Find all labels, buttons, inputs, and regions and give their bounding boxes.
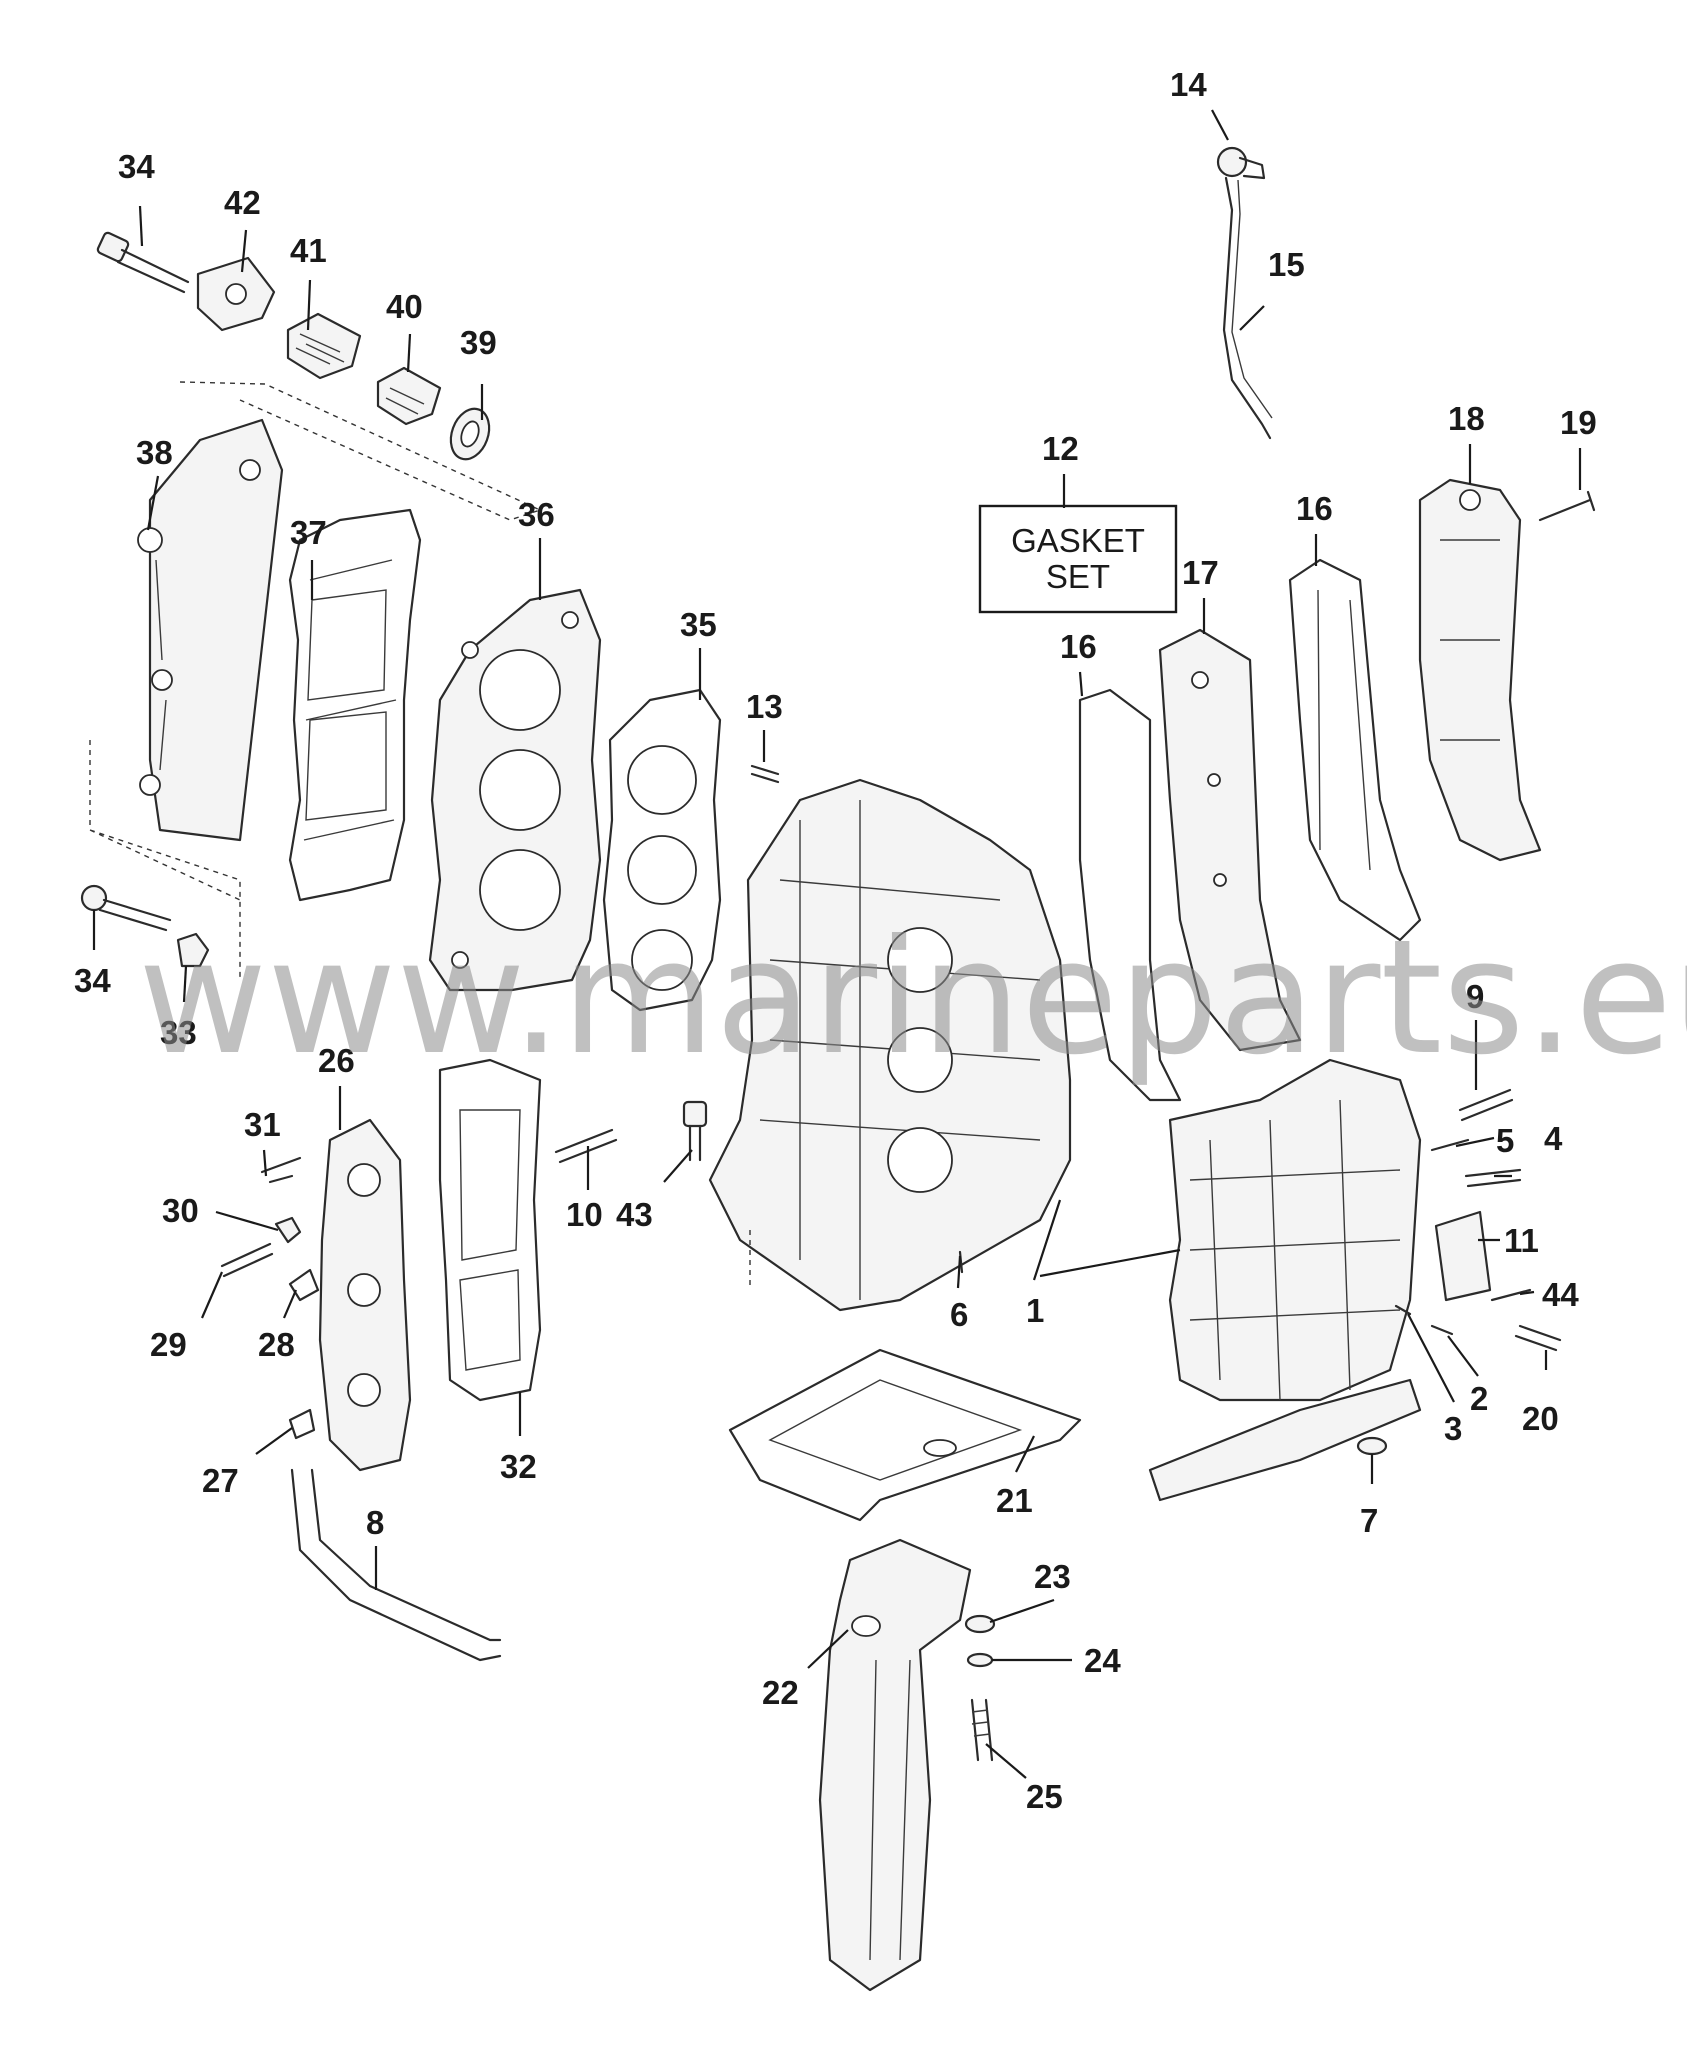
screw-part-31 — [260, 1156, 302, 1184]
screw-part-5 — [1430, 1138, 1470, 1152]
callout-18: 18 — [1448, 400, 1485, 437]
outer-cover-part-18 — [1418, 478, 1542, 862]
screw-part-6 — [958, 1250, 964, 1274]
gasket-part-16-center — [1078, 688, 1182, 1102]
clamp-part-27 — [288, 1408, 316, 1440]
sensor-part-14 — [1216, 146, 1266, 180]
screw-part-25 — [970, 1698, 994, 1762]
base-gasket-part-21 — [728, 1348, 1082, 1522]
callout-26: 26 — [318, 1042, 355, 1079]
pin-part-13 — [750, 764, 780, 784]
callout-16-center: 16 — [1060, 628, 1097, 665]
callout-17: 17 — [1182, 554, 1219, 591]
bolt-part-19 — [1538, 490, 1596, 522]
washer-part-24 — [966, 1652, 994, 1668]
pin-part-3 — [1394, 1304, 1412, 1316]
callout-20: 20 — [1522, 1400, 1559, 1437]
washer-part-7 — [1356, 1436, 1388, 1456]
gasket-set-line1: GASKET — [1011, 522, 1145, 559]
callout-5: 5 — [1496, 1122, 1514, 1159]
callout-43: 43 — [616, 1196, 653, 1233]
callout-22: 22 — [762, 1674, 799, 1711]
callout-11: 11 — [1504, 1222, 1539, 1259]
crankcase-half-part-1 — [1148, 1058, 1422, 1502]
callout-44: 44 — [1542, 1276, 1579, 1313]
leader-lines — [92, 109, 1582, 1779]
exhaust-tube-part-22 — [818, 1538, 972, 1992]
callout-28: 28 — [258, 1326, 295, 1363]
housing-part-26 — [318, 1118, 412, 1472]
callout-14: 14 — [1170, 66, 1207, 103]
callout-36: 36 — [518, 496, 555, 533]
washer-part-30 — [274, 1216, 302, 1244]
callout-25: 25 — [1026, 1778, 1063, 1815]
gasket-part-32 — [438, 1058, 542, 1402]
bolt-part-29 — [220, 1242, 274, 1278]
bolt-part-9 — [1458, 1088, 1514, 1122]
reed-part-41 — [286, 312, 362, 380]
gasket-part-37 — [288, 508, 422, 902]
bolt-part-20 — [1514, 1324, 1562, 1352]
bolt-part-10 — [554, 1128, 618, 1164]
callout-34-top: 34 — [118, 148, 155, 185]
callout-16-right: 16 — [1296, 490, 1333, 527]
hose-part-8 — [290, 1468, 502, 1662]
callout-21: 21 — [996, 1482, 1033, 1519]
callout-30: 30 — [162, 1192, 199, 1229]
washer-part-23 — [964, 1614, 996, 1634]
callout-34-lower: 34 — [74, 962, 111, 999]
watermark-text: www.marineparts.eu — [138, 906, 1687, 1090]
callout-27: 27 — [202, 1462, 239, 1499]
callout-2: 2 — [1470, 1380, 1488, 1417]
callout-12: 12 — [1042, 430, 1079, 467]
callout-29: 29 — [150, 1326, 187, 1363]
fitting-part-28 — [288, 1268, 320, 1302]
screw-part-2 — [1430, 1324, 1454, 1336]
callout-15: 15 — [1268, 246, 1305, 283]
callout-numbers: 14 15 34 42 41 40 39 38 37 36 35 13 12 1… — [74, 66, 1597, 1815]
gasket-set-box: GASKET SET — [978, 504, 1178, 614]
callout-24: 24 — [1084, 1642, 1121, 1679]
bolt-part-34-top — [96, 231, 190, 294]
gasket-set-line2: SET — [1046, 558, 1110, 595]
gasket-part-16-right — [1288, 558, 1422, 942]
callout-37: 37 — [290, 514, 327, 551]
valve-part-40 — [376, 366, 442, 426]
callout-10: 10 — [566, 1196, 603, 1233]
callout-32: 32 — [500, 1448, 537, 1485]
callout-19: 19 — [1560, 404, 1597, 441]
washer-part-33 — [176, 932, 210, 968]
callout-9: 9 — [1466, 978, 1484, 1015]
callout-38: 38 — [136, 434, 173, 471]
callout-39: 39 — [460, 324, 497, 361]
exhaust-cover-part-38 — [89, 381, 542, 980]
head-gasket-part-35 — [602, 688, 722, 1012]
cover-part-17 — [1158, 628, 1302, 1052]
callout-13: 13 — [746, 688, 783, 725]
bolt-part-34-lower — [80, 884, 172, 932]
callout-31: 31 — [244, 1106, 281, 1143]
fitting-part-43 — [682, 1100, 708, 1162]
callout-7: 7 — [1360, 1502, 1378, 1539]
plate-part-11 — [1434, 1210, 1492, 1302]
callout-6: 6 — [950, 1296, 968, 1333]
cylinder-block-part-1 — [708, 778, 1072, 1312]
callout-3: 3 — [1444, 1410, 1462, 1447]
callout-8: 8 — [366, 1504, 384, 1541]
callout-33: 33 — [160, 1014, 197, 1051]
cylinder-head-part-36 — [428, 588, 602, 992]
callout-41: 41 — [290, 232, 327, 269]
callout-40: 40 — [386, 288, 423, 325]
wire-part-15 — [1222, 176, 1273, 440]
bolt-part-4 — [1464, 1168, 1522, 1188]
callout-4: 4 — [1544, 1120, 1563, 1157]
screw-part-44 — [1490, 1288, 1532, 1302]
callout-1: 1 — [1026, 1292, 1044, 1329]
callout-23: 23 — [1034, 1558, 1071, 1595]
callout-42: 42 — [224, 184, 261, 221]
callout-35: 35 — [680, 606, 717, 643]
